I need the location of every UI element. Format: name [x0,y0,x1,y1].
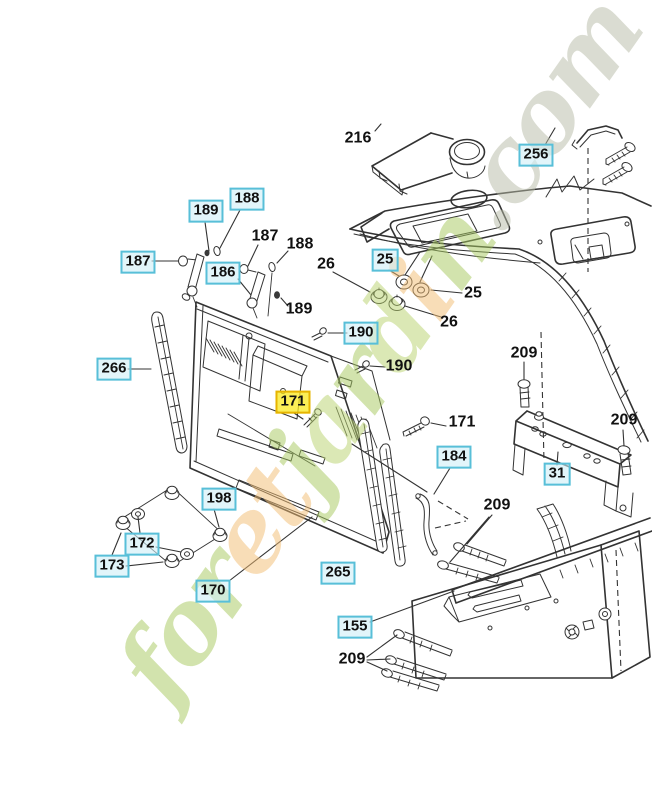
part-label-256-box[interactable]: 256 [518,143,554,167]
part-label-26-left: 26 [317,255,335,273]
part-label-190-plain: 190 [385,357,413,375]
washer-nut-group [370,251,433,311]
part-label-209-bottom: 209 [338,650,366,668]
bolts-209-bottom [381,629,453,692]
part-label-209-mid: 209 [483,496,511,514]
part-label-25-box[interactable]: 25 [371,248,399,272]
part-label-265-box[interactable]: 265 [320,561,356,585]
leader-lines [111,123,625,672]
rod-group [415,493,469,556]
part-label-187-plain: 187 [251,227,279,245]
part-label-173-box[interactable]: 173 [94,554,130,578]
part-label-209-top: 209 [510,344,538,362]
link-assembly-group [178,245,280,319]
side-strip-left-group [151,311,188,454]
tray-group [371,132,486,196]
screws-190-group [311,327,370,374]
part-label-189-plain: 189 [285,300,313,318]
bolt-171-group [402,416,430,437]
part-label-188-box[interactable]: 188 [229,187,265,211]
part-label-184-box[interactable]: 184 [436,445,472,469]
mount-plate-group [115,485,228,568]
part-label-187-box[interactable]: 187 [120,250,156,274]
part-label-209-right: 209 [610,411,638,429]
frame-group [411,517,652,679]
support-arm-group [536,503,572,558]
part-label-25-plain: 25 [464,284,482,302]
bolt-209-right [617,445,632,476]
part-label-198-box[interactable]: 198 [201,487,237,511]
part-label-170-box[interactable]: 170 [195,579,231,603]
part-label-26-lower: 26 [440,313,458,331]
part-label-189-box[interactable]: 189 [188,199,224,223]
part-label-172-box[interactable]: 172 [124,532,160,556]
part-label-155-box[interactable]: 155 [337,615,373,639]
hood-group [349,148,652,463]
part-label-186-box[interactable]: 186 [205,261,241,285]
part-label-171-plain: 171 [448,413,476,431]
part-label-188-plain: 188 [286,235,314,253]
upper-bracket-group [571,125,636,186]
part-label-31-box[interactable]: 31 [543,462,571,486]
bolt-209-top [517,379,531,408]
part-label-266-box[interactable]: 266 [96,357,132,381]
part-label-216: 216 [344,129,372,147]
part-label-190-box[interactable]: 190 [343,321,379,345]
part-label-171-highlight[interactable]: 171 [275,390,311,414]
bracket-31-group [512,410,634,518]
